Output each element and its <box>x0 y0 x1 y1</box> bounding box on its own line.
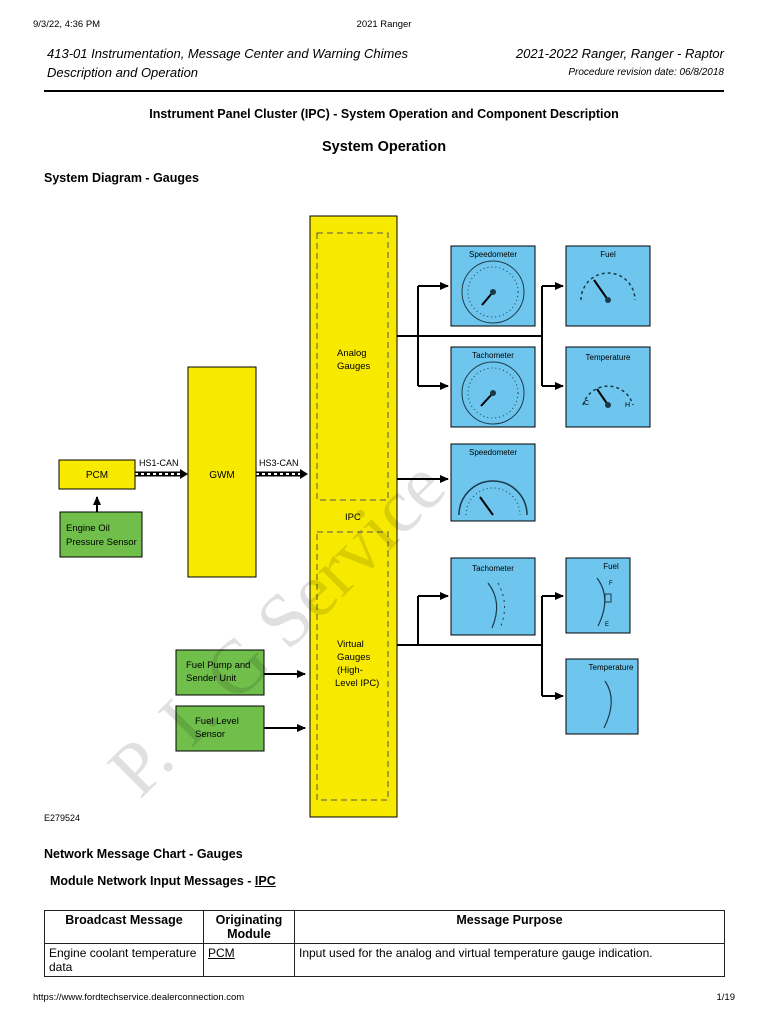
network-message-table: Broadcast Message Originating Module Mes… <box>44 910 725 977</box>
document-title: Instrument Panel Cluster (IPC) - System … <box>149 107 619 121</box>
figure-id: E279524 <box>44 813 80 823</box>
footer-url: https://www.fordtechservice.dealerconnec… <box>33 992 245 1003</box>
revision-date: Procedure revision date: 06/8/2018 <box>568 67 724 78</box>
virtual-speedometer-gauge: Speedometer <box>450 443 536 522</box>
module-input-heading-prefix: Module Network Input Messages - <box>50 874 255 888</box>
virtual-label-line-1: Virtual <box>337 639 364 650</box>
table-row: Engine coolant temperature data PCM Inpu… <box>44 943 725 977</box>
pcm-label: PCM <box>86 470 108 481</box>
temp-cold-label: C <box>584 400 589 407</box>
header-message-purpose: Message Purpose <box>294 910 725 944</box>
fuel-2-label: Fuel <box>603 562 619 571</box>
tachometer-2-label: Tachometer <box>472 564 514 573</box>
virtual-label-line-3: (High- <box>337 665 363 676</box>
ipc-link[interactable]: IPC <box>254 874 276 888</box>
analog-gauges-region <box>316 232 389 501</box>
temperature-label: Temperature <box>586 353 631 362</box>
fuel-pump-label-line-1: Fuel Pump and <box>186 660 250 671</box>
print-page-title: 2021 Ranger <box>356 19 412 30</box>
section-title: System Operation <box>321 139 447 155</box>
fuel-label: Fuel <box>600 250 616 259</box>
fuel-full-label: F <box>609 581 613 587</box>
header-originating-module: Originating Module <box>203 910 295 944</box>
network-chart-heading: Network Message Chart - Gauges <box>44 847 243 861</box>
pcm-link[interactable]: PCM <box>208 946 235 960</box>
analog-temperature-gauge: Temperature C H <box>565 346 651 428</box>
analog-speedometer-gauge: Speedometer <box>450 245 536 327</box>
footer-page-number: 1/19 <box>716 992 736 1003</box>
virtual-gauges-region <box>316 531 389 801</box>
gwm-box <box>187 366 257 578</box>
cell-originating-module: PCM <box>203 943 295 977</box>
diagram-heading: System Diagram - Gauges <box>44 171 199 185</box>
watermark: P. I. G Service <box>93 444 461 812</box>
analog-label-line-1: Analog <box>337 348 367 359</box>
fuel-pump-icon <box>604 593 612 603</box>
ipc-box <box>309 215 398 818</box>
temp-hot-label: H <box>625 402 630 409</box>
fuel-pump-label-line-2: Sender Unit <box>186 673 237 684</box>
fuel-level-sensor-box <box>175 705 265 752</box>
speedometer-2-label: Speedometer <box>469 448 517 457</box>
hs1-can-label: HS1-CAN <box>139 458 179 468</box>
virtual-label-line-2: Gauges <box>337 652 371 663</box>
analog-tachometer-gauge: Tachometer <box>450 346 536 428</box>
virtual-tachometer-gauge: Tachometer <box>450 557 536 636</box>
section-line-1: 413-01 Instrumentation, Message Center a… <box>47 46 409 61</box>
connection-lines <box>93 282 564 732</box>
analog-label-line-2: Gauges <box>337 361 371 372</box>
cell-message-purpose: Input used for the analog and virtual te… <box>294 943 725 977</box>
header-divider <box>44 90 724 92</box>
print-timestamp: 9/3/22, 4:36 PM <box>33 19 101 30</box>
pcm-box <box>58 459 136 490</box>
doc-section-title: 413-01 Instrumentation, Message Center a… <box>47 44 408 82</box>
table-header-row: Broadcast Message Originating Module Mes… <box>44 910 725 944</box>
temperature-2-label: Temperature <box>589 663 634 672</box>
hs3-can-bus <box>256 469 308 479</box>
tachometer-label: Tachometer <box>472 351 514 360</box>
eop-label-line-1: Engine Oil <box>66 523 110 534</box>
analog-fuel-gauge: Fuel <box>565 245 651 327</box>
fuel-empty-label: E <box>605 622 609 628</box>
module-input-heading: Module Network Input Messages - IPC <box>50 874 276 888</box>
cell-broadcast-message: Engine coolant temperature data <box>44 943 204 977</box>
hs3-can-label: HS3-CAN <box>259 458 299 468</box>
virtual-fuel-gauge: Fuel F E <box>565 557 631 634</box>
eop-label-line-2: Pressure Sensor <box>66 537 137 548</box>
section-line-2: Description and Operation <box>47 65 199 80</box>
fuel-pump-sender-box <box>175 649 265 696</box>
ipc-label: IPC <box>345 512 361 523</box>
fuel-level-label-line-1: Fuel Level <box>195 716 239 727</box>
engine-oil-pressure-sensor-box <box>59 511 143 558</box>
virtual-temperature-gauge: Temperature <box>565 658 639 735</box>
virtual-label-line-4: Level IPC) <box>335 678 379 689</box>
hs1-can-bus <box>135 469 188 479</box>
speedometer-label: Speedometer <box>469 250 517 259</box>
fuel-level-label-line-2: Sensor <box>195 729 225 740</box>
header-broadcast-message: Broadcast Message <box>44 910 204 944</box>
gwm-label: GWM <box>209 470 235 481</box>
doc-vehicle: 2021-2022 Ranger, Ranger - Raptor <box>515 46 724 61</box>
